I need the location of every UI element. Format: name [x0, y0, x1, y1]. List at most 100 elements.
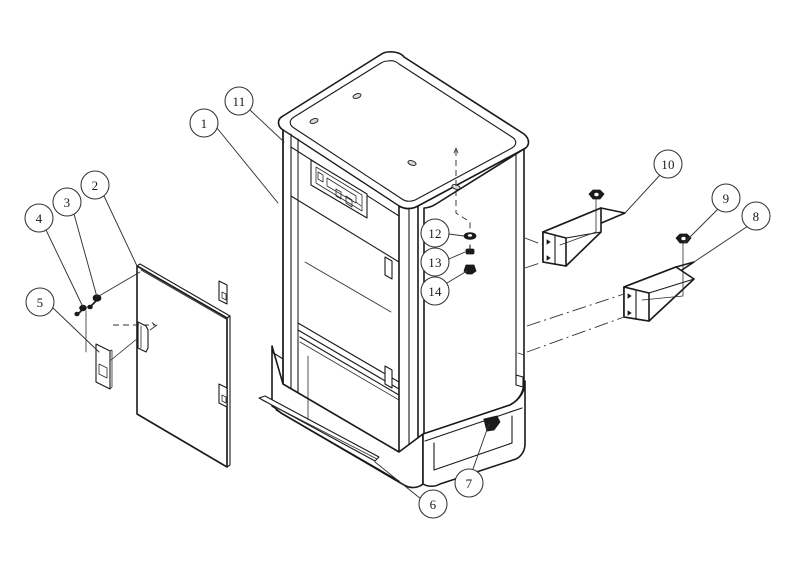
- callout-circle-1[interactable]: [189, 108, 219, 138]
- bracket-right-centerline: [526, 293, 625, 327]
- leader-10: [624, 174, 661, 214]
- hardware-centerline: [455, 150, 471, 232]
- door-hinge-tab-upper-slot: [221, 291, 227, 301]
- cabinet-hinge-mount-upper: [384, 256, 393, 280]
- base-corner-line: [271, 351, 284, 385]
- callout-3[interactable]: 3: [52, 187, 82, 217]
- latch-plate-thickness: [109, 349, 113, 390]
- base-trim-strip: [258, 395, 380, 462]
- cabinet-sill-rail-3: [299, 336, 400, 396]
- bracket-left-web-top: [565, 231, 602, 239]
- door-latch-cutout: [137, 321, 149, 353]
- callout-number-6: 6: [430, 497, 437, 512]
- callout-circle-2[interactable]: [80, 170, 110, 200]
- callout-number-8: 8: [753, 209, 760, 224]
- latch-strike-plate: [95, 343, 113, 390]
- bracket-left-hole-1: [546, 239, 551, 245]
- callout-number-3: 3: [64, 195, 71, 210]
- callout-circle-4[interactable]: [24, 203, 54, 233]
- callout-circle-5[interactable]: [25, 287, 55, 317]
- callout-circle-3[interactable]: [52, 187, 82, 217]
- leader-2: [103, 195, 138, 267]
- hinge-pin-lower: [74, 304, 87, 317]
- callout-circle-8[interactable]: [741, 201, 771, 231]
- door-right-edge-thickness: [226, 315, 231, 468]
- leader-5: [52, 307, 100, 353]
- bracket-left-hole-2: [546, 255, 551, 261]
- callout-8[interactable]: 8: [741, 201, 771, 231]
- trim-strip-groove: [261, 399, 378, 460]
- cabinet-sill-rail-1: [297, 322, 400, 383]
- bracket-left-centerline: [524, 237, 544, 246]
- cabinet-sill-rail-2: [297, 329, 400, 390]
- spacer: [465, 244, 475, 255]
- cabinet-hinge-mount-lower: [384, 365, 393, 389]
- callout-circle-13[interactable]: [420, 247, 450, 277]
- callout-9[interactable]: 9: [711, 183, 741, 213]
- callout-2[interactable]: 2: [80, 170, 110, 200]
- top-hole-2: [309, 118, 319, 124]
- leader-6: [374, 461, 422, 500]
- leader-4: [45, 229, 84, 308]
- hex-nut: [463, 264, 477, 275]
- callout-number-10: 10: [661, 157, 674, 172]
- side-detail-tick: [517, 352, 525, 356]
- leader-3: [73, 213, 98, 298]
- callout-number-5: 5: [37, 295, 44, 310]
- leader-lines: [45, 109, 749, 500]
- bracket-right-web-diag: [648, 278, 695, 322]
- callout-circle-10[interactable]: [653, 149, 683, 179]
- control-panel: [310, 159, 368, 219]
- callout-13[interactable]: 13: [420, 247, 450, 277]
- access-panel-edge-3: [433, 442, 513, 471]
- bracket-right-nut-guide: [641, 242, 684, 301]
- callout-14[interactable]: 14: [420, 276, 450, 306]
- cabinet-interior-shelf: [304, 261, 392, 313]
- cabinet-enclosure-body: [271, 51, 530, 489]
- leader-14: [446, 270, 468, 284]
- callout-6[interactable]: 6: [418, 489, 448, 519]
- callout-5[interactable]: 5: [25, 287, 55, 317]
- latch-direction-arrow: [113, 320, 157, 326]
- callout-number-4: 4: [36, 211, 43, 226]
- callout-circle-11[interactable]: [224, 86, 254, 116]
- callout-12[interactable]: 12: [420, 218, 450, 248]
- callout-circle-9[interactable]: [711, 183, 741, 213]
- mounting-bracket-left: [542, 207, 626, 267]
- leader-9: [683, 208, 719, 244]
- callout-circle-7[interactable]: [454, 468, 484, 498]
- mounting-bracket-right: [623, 261, 695, 322]
- callout-11[interactable]: 11: [224, 86, 254, 116]
- panel-tick: [355, 201, 362, 207]
- bracket-right-centerline-b: [526, 316, 625, 353]
- panel-button-2: [335, 188, 342, 200]
- callout-number-7: 7: [466, 476, 473, 491]
- callout-7[interactable]: 7: [454, 468, 484, 498]
- callout-number-2: 2: [92, 178, 99, 193]
- cabinet-fascia-bottom: [290, 195, 400, 263]
- callout-number-9: 9: [723, 191, 730, 206]
- bracket-nut-right: [675, 233, 692, 244]
- callout-number-11: 11: [233, 94, 246, 109]
- panel-button-3: [345, 195, 353, 208]
- bracket-right-hole-2: [627, 310, 632, 316]
- base-bottom-edge: [275, 409, 400, 482]
- callout-number-1: 1: [201, 116, 208, 131]
- callout-circle-12[interactable]: [420, 218, 450, 248]
- callout-number-13: 13: [428, 255, 441, 270]
- leader-1: [216, 127, 279, 204]
- door-hinge-tab-lower-slot: [221, 394, 227, 404]
- bracket-left-nut-guide: [559, 198, 597, 246]
- leader-13: [448, 251, 466, 260]
- callout-circle-6[interactable]: [418, 489, 448, 519]
- centerline-arrow: [453, 147, 459, 154]
- callout-number-14: 14: [428, 284, 442, 299]
- callout-10[interactable]: 10: [653, 149, 683, 179]
- cabinet-sill-rail-4: [299, 341, 400, 401]
- callout-1[interactable]: 1: [189, 108, 219, 138]
- callout-circle-14[interactable]: [420, 276, 450, 306]
- callout-4[interactable]: 4: [24, 203, 54, 233]
- cabinet-base-right: [422, 380, 526, 488]
